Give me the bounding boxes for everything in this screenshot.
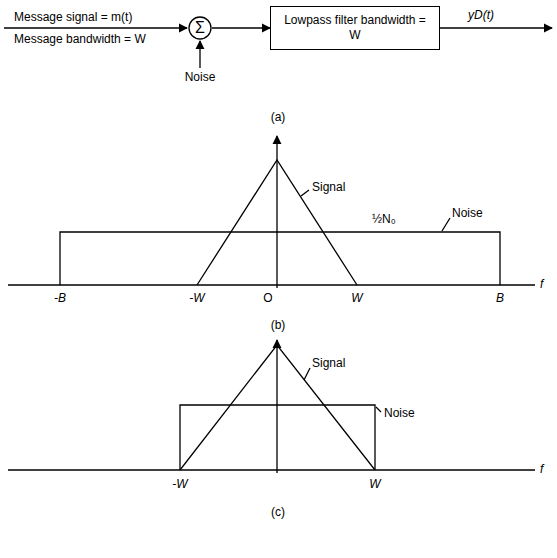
leader-line xyxy=(442,218,450,231)
leader-line xyxy=(376,407,381,412)
diagram-label: W xyxy=(369,477,380,492)
node-label: Lowpass filter bandwidth = W xyxy=(281,13,429,43)
diagram-label: (b) xyxy=(271,318,286,333)
diagram-label: f xyxy=(540,462,543,477)
diagram-label: W xyxy=(351,291,362,306)
diagram-label: (c) xyxy=(271,505,285,520)
diagram-label: yD(t) xyxy=(468,8,494,23)
diagram-label: Noise xyxy=(384,406,415,421)
signal-spectrum xyxy=(180,345,375,470)
frequency-axis xyxy=(8,469,535,470)
diagram-label: -W xyxy=(189,291,204,306)
leader-line xyxy=(304,368,310,380)
diagram-label: Noise xyxy=(452,206,483,221)
diagram-label: (a) xyxy=(271,110,286,125)
filter-box: Lowpass filter bandwidth = W xyxy=(270,6,440,50)
noise-spectrum xyxy=(60,232,500,285)
output-arrow xyxy=(440,27,552,28)
diagram-label: Message signal = m(t) xyxy=(14,10,132,25)
signal-spectrum xyxy=(197,160,357,285)
circle-shape xyxy=(189,17,211,39)
diagram-label: B xyxy=(496,291,504,306)
diagram-label: ½N₀ xyxy=(372,212,396,227)
summing-junction: Σ xyxy=(188,16,212,40)
diagram-label: O xyxy=(263,291,272,306)
leader-line xyxy=(301,190,309,196)
diagram-label: Signal xyxy=(312,356,345,371)
filtered-noise-spectrum xyxy=(180,405,375,470)
noise-arrow xyxy=(199,41,200,68)
node-label: Σ xyxy=(195,20,205,36)
diagram-label: Signal xyxy=(312,180,345,195)
diagram-label: -W xyxy=(172,477,187,492)
input-arrow xyxy=(4,27,187,28)
signal-connector xyxy=(212,27,270,28)
vertical-axis xyxy=(276,340,277,473)
diagram-label: Noise xyxy=(185,70,216,85)
frequency-axis xyxy=(8,284,535,285)
diagram-label: -B xyxy=(54,291,66,306)
diagram-label: Message bandwidth = W xyxy=(14,32,146,47)
diagram-label: f xyxy=(540,277,543,292)
